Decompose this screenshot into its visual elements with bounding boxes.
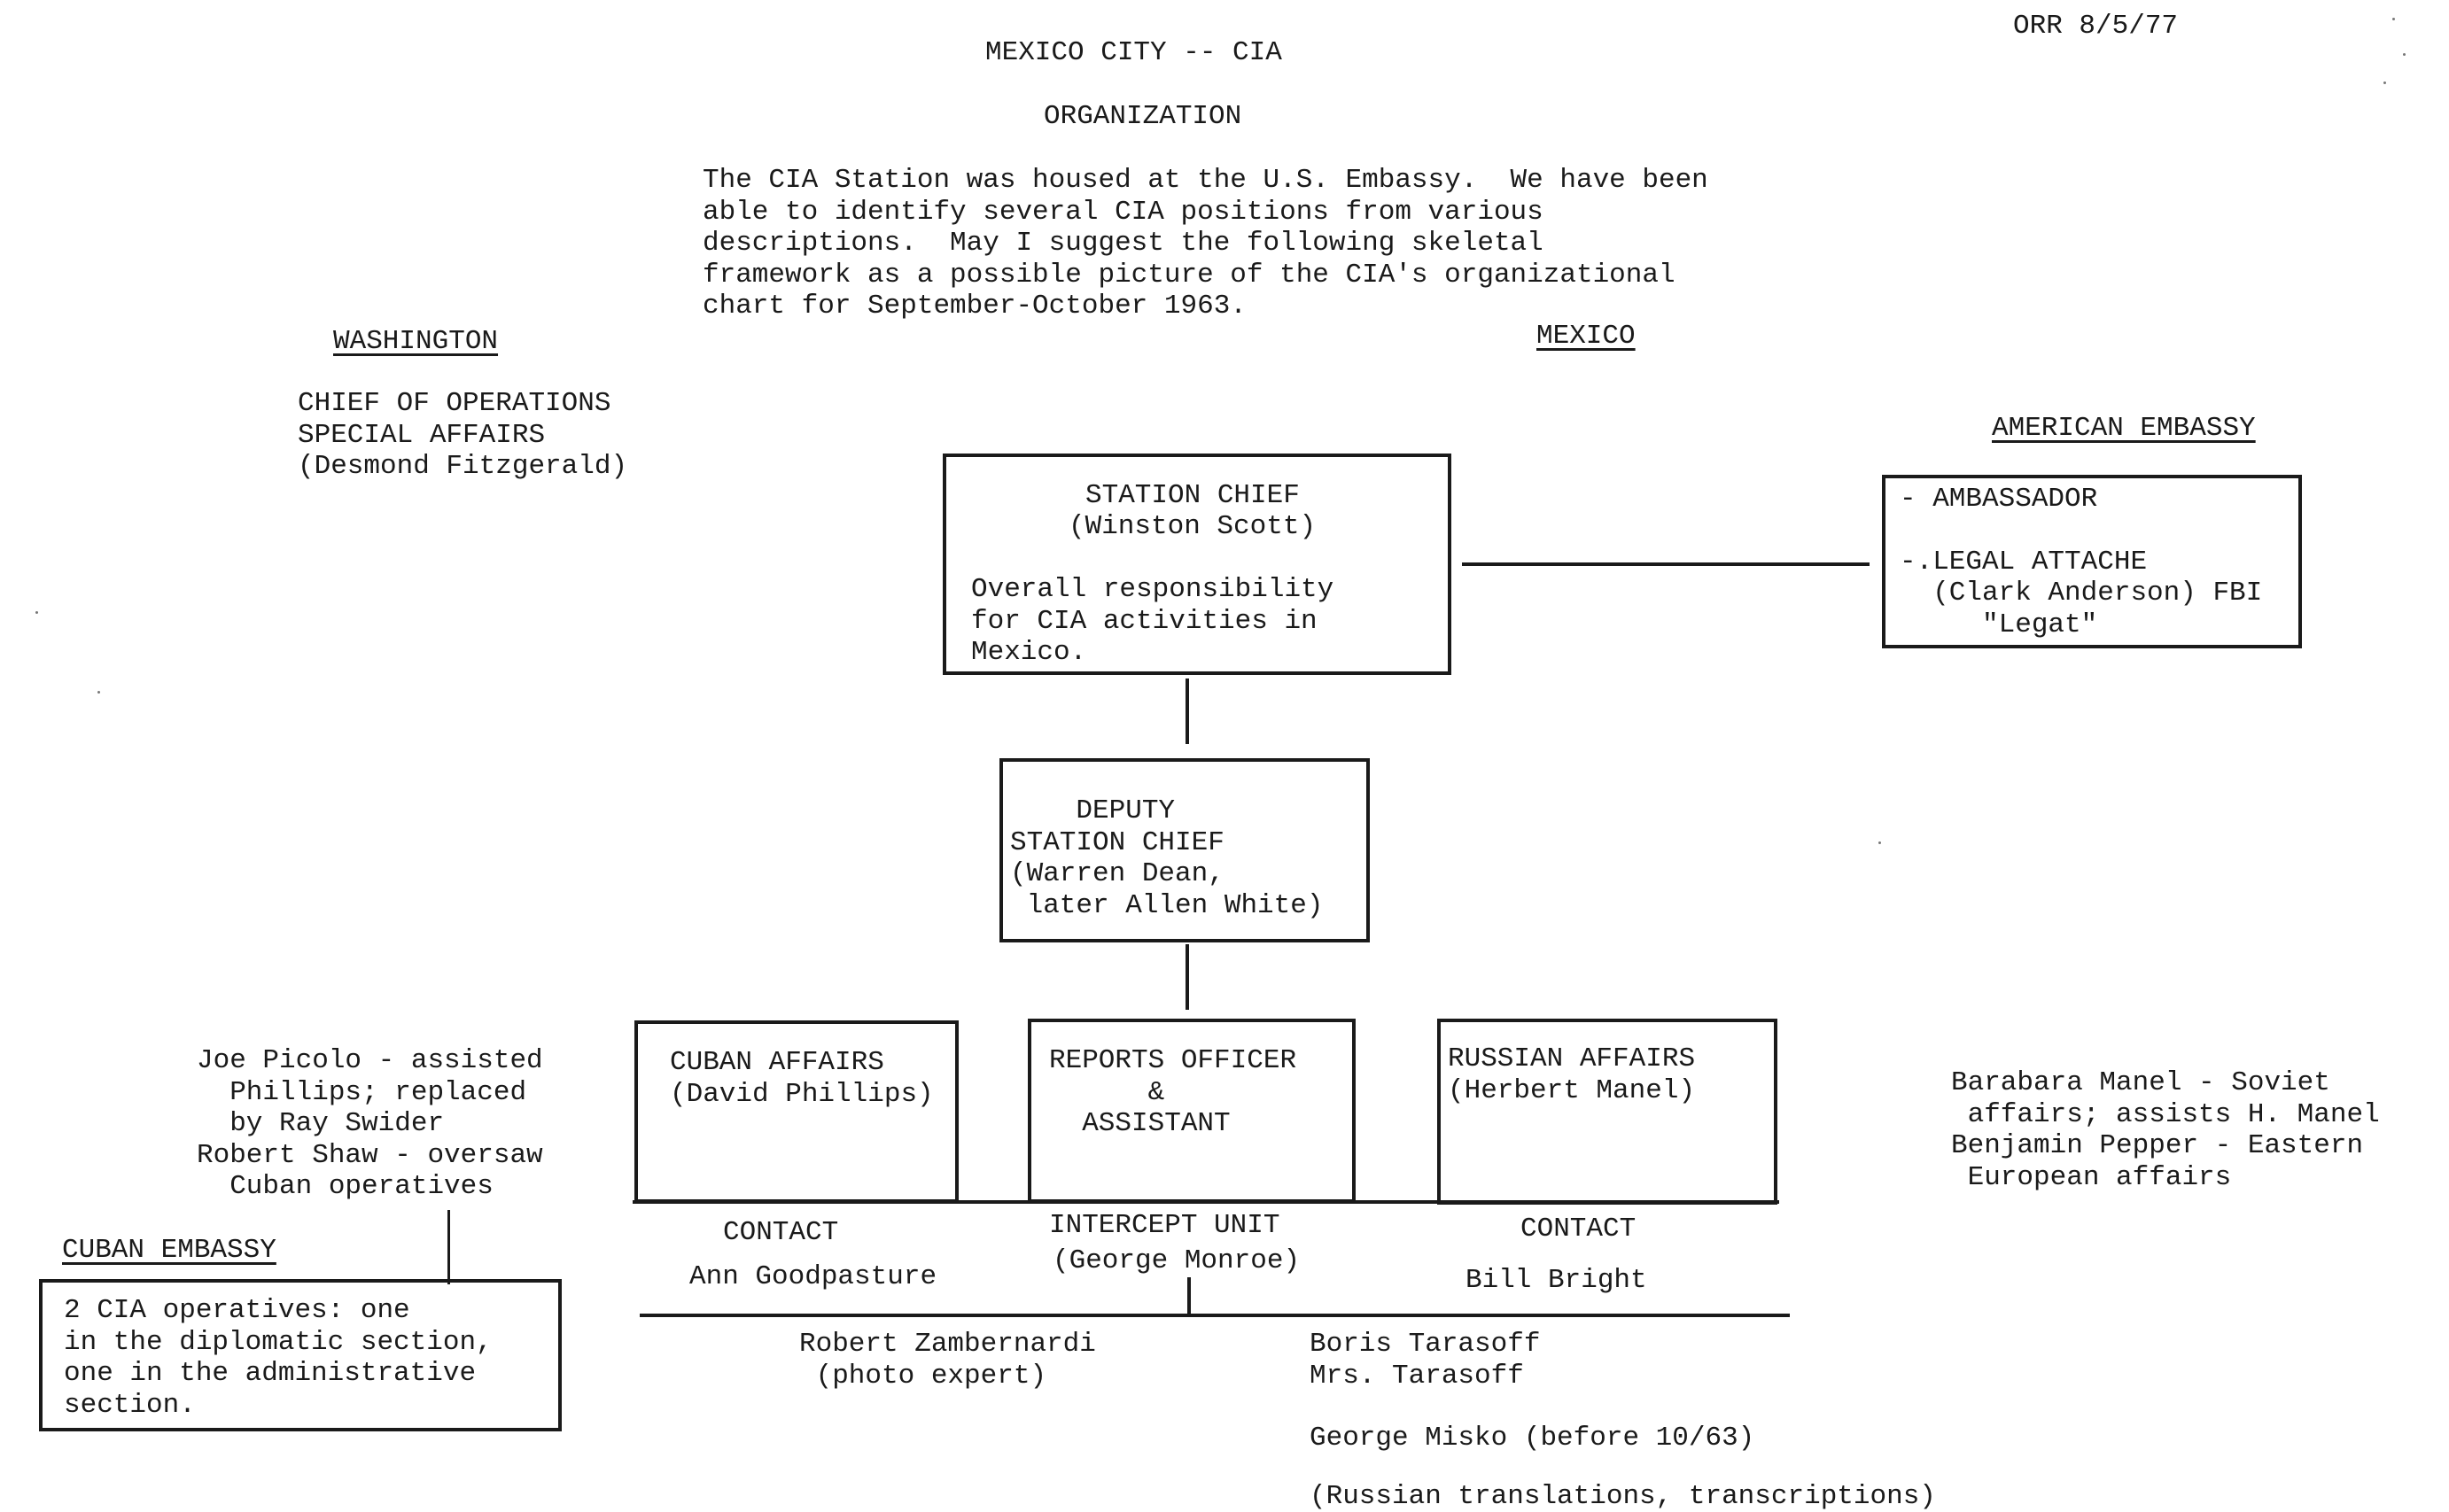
cuban-affairs-line: (David Phillips) [670, 1079, 934, 1111]
russian-affairs-box: RUSSIAN AFFAIRS (Herbert Manel) [1437, 1019, 1777, 1205]
cuban-affairs-text: CUBAN AFFAIRS (David Phillips) [670, 1047, 934, 1110]
connector-line [447, 1210, 450, 1284]
intro-paragraph: The CIA Station was housed at the U.S. E… [703, 165, 1708, 322]
connector-line [1462, 562, 1870, 566]
station-chief-desc: Overall responsibility for CIA activitie… [971, 574, 1333, 669]
cuban-embassy-box: 2 CIA operatives: one in the diplomatic … [39, 1279, 562, 1431]
mexico-heading: MEXICO [1536, 321, 1636, 353]
embassy-line: (Clark Anderson) FBI [1900, 578, 2262, 609]
cuban-embassy-heading: CUBAN EMBASSY [62, 1235, 276, 1267]
left-note-line: Robert Shaw - oversaw [197, 1140, 543, 1172]
deputy-box: DEPUTY STATION CHIEF (Warren Dean, later… [999, 758, 1370, 942]
below-left: Robert Zambernardi (photo expert) [799, 1329, 1096, 1392]
connector-line [640, 1314, 1790, 1317]
intercept-label: INTERCEPT UNIT [1049, 1210, 1279, 1242]
washington-line: CHIEF OF OPERATIONS [298, 388, 627, 420]
cuban-embassy-line: section. [64, 1390, 493, 1422]
scan-speck [97, 691, 100, 694]
left-note-line: Cuban operatives [197, 1171, 543, 1203]
intercept-name: (George Monroe) [1053, 1245, 1300, 1277]
contact-right-label: CONTACT [1520, 1213, 1636, 1245]
scan-speck [1878, 841, 1881, 844]
scan-speck [2403, 53, 2406, 56]
scan-speck [2383, 81, 2386, 84]
intro-line: chart for September-October 1963. [703, 291, 1708, 322]
station-chief-desc-line: for CIA activities in [971, 606, 1333, 638]
connector-line [1186, 944, 1189, 1010]
intro-line: descriptions. May I suggest the followin… [703, 228, 1708, 260]
deputy-line: (Warren Dean, [1010, 858, 1323, 890]
scan-speck [35, 611, 38, 614]
reports-officer-line: ASSISTANT [1049, 1108, 1296, 1140]
reports-officer-text: REPORTS OFFICER & ASSISTANT [1049, 1045, 1296, 1140]
intro-line: The CIA Station was housed at the U.S. E… [703, 165, 1708, 197]
station-chief-desc-line: Mexico. [971, 637, 1333, 669]
deputy-line: later Allen White) [1010, 890, 1323, 922]
russian-affairs-text: RUSSIAN AFFAIRS (Herbert Manel) [1448, 1043, 1695, 1106]
below-right-line: (Russian translations, transcriptions) [1310, 1481, 1936, 1512]
left-note-line: by Ray Swider [197, 1108, 543, 1140]
russian-affairs-line: (Herbert Manel) [1448, 1075, 1695, 1107]
right-note-line: Barabara Manel - Soviet [1951, 1067, 2380, 1099]
contact-right-name: Bill Bright [1466, 1265, 1647, 1297]
connector-line [633, 1200, 1779, 1204]
american-embassy-box: - AMBASSADOR -.LEGAL ATTACHE (Clark Ande… [1882, 475, 2302, 648]
cuban-embassy-line: one in the administrative [64, 1358, 493, 1390]
document-title: MEXICO CITY -- CIA [985, 37, 1282, 69]
deputy-line: STATION CHIEF [1010, 827, 1323, 859]
american-embassy-heading: AMERICAN EMBASSY [1992, 413, 2256, 445]
intro-line: able to identify several CIA positions f… [703, 197, 1708, 229]
washington-heading: WASHINGTON [333, 326, 498, 358]
below-right-line [1310, 1392, 1936, 1423]
below-right-line: Boris Tarasoff [1310, 1329, 1936, 1361]
below-right-line [1310, 1454, 1936, 1481]
station-chief-name: (Winston Scott) [1069, 511, 1316, 543]
contact-left-name: Ann Goodpasture [689, 1261, 937, 1293]
below-right-line: Mrs. Tarasoff [1310, 1361, 1936, 1392]
station-chief-title: STATION CHIEF [1085, 480, 1300, 512]
intro-line: framework as a possible picture of the C… [703, 260, 1708, 291]
russian-affairs-line: RUSSIAN AFFAIRS [1448, 1043, 1695, 1075]
contact-left-label: CONTACT [723, 1217, 838, 1249]
station-chief-desc-line: Overall responsibility [971, 574, 1333, 606]
embassy-line: "Legat" [1900, 609, 2262, 641]
right-notes: Barabara Manel - Soviet affairs; assists… [1951, 1067, 2380, 1193]
embassy-line: - AMBASSADOR [1900, 484, 2262, 516]
left-note-line: Phillips; replaced [197, 1077, 543, 1109]
below-right: Boris Tarasoff Mrs. Tarasoff George Misk… [1310, 1329, 1936, 1512]
right-note-line: Benjamin Pepper - Eastern [1951, 1130, 2380, 1162]
cuban-affairs-line: CUBAN AFFAIRS [670, 1047, 934, 1079]
american-embassy-list: - AMBASSADOR -.LEGAL ATTACHE (Clark Ande… [1900, 484, 2262, 640]
below-left-line: (photo expert) [799, 1361, 1096, 1392]
connector-line [1187, 1277, 1191, 1314]
below-left-line: Robert Zambernardi [799, 1329, 1096, 1361]
deputy-line: DEPUTY [1010, 795, 1323, 827]
reports-officer-line: & [1049, 1077, 1296, 1109]
embassy-line [1900, 516, 2262, 547]
reports-officer-box: REPORTS OFFICER & ASSISTANT [1028, 1019, 1356, 1203]
document-date: ORR 8/5/77 [2013, 11, 2178, 43]
left-notes: Joe Picolo - assisted Phillips; replaced… [197, 1045, 543, 1203]
deputy-text: DEPUTY STATION CHIEF (Warren Dean, later… [1010, 795, 1323, 921]
scan-speck [2392, 18, 2395, 20]
cuban-affairs-box: CUBAN AFFAIRS (David Phillips) [634, 1020, 959, 1203]
washington-block: CHIEF OF OPERATIONS SPECIAL AFFAIRS (Des… [298, 388, 627, 483]
left-note-line: Joe Picolo - assisted [197, 1045, 543, 1077]
connector-line [1186, 678, 1189, 744]
cuban-embassy-line: 2 CIA operatives: one [64, 1295, 493, 1327]
right-note-line: European affairs [1951, 1162, 2380, 1194]
reports-officer-line: REPORTS OFFICER [1049, 1045, 1296, 1077]
right-note-line: affairs; assists H. Manel [1951, 1099, 2380, 1131]
washington-line: SPECIAL AFFAIRS [298, 420, 627, 452]
washington-line: (Desmond Fitzgerald) [298, 451, 627, 483]
cuban-embassy-text: 2 CIA operatives: one in the diplomatic … [64, 1295, 493, 1421]
document-subtitle: ORGANIZATION [1044, 101, 1241, 133]
cuban-embassy-line: in the diplomatic section, [64, 1327, 493, 1359]
station-chief-box: STATION CHIEF (Winston Scott) Overall re… [943, 454, 1451, 675]
embassy-line: -.LEGAL ATTACHE [1900, 547, 2262, 578]
below-right-line: George Misko (before 10/63) [1310, 1423, 1936, 1454]
